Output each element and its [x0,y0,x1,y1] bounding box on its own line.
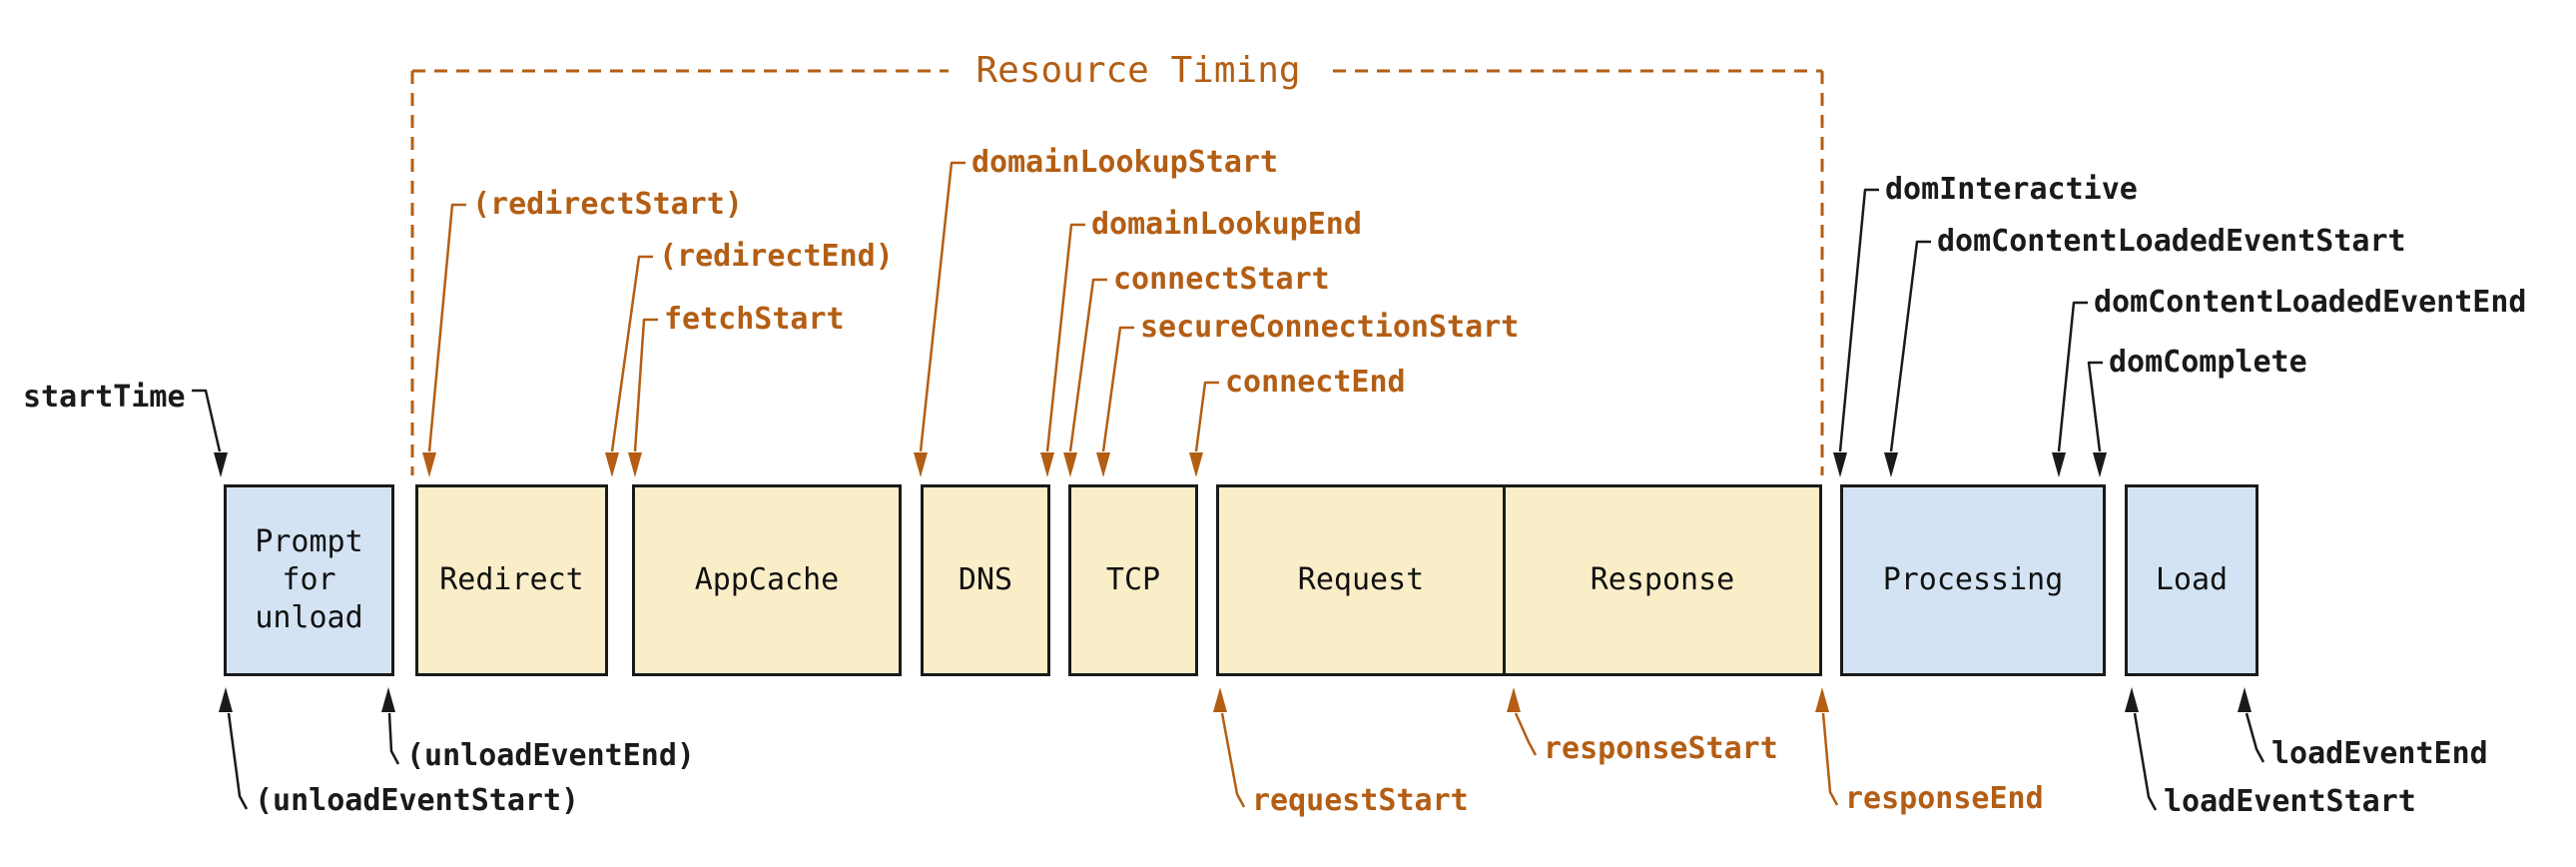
leader-load-event-end [2245,712,2265,763]
leader-domain-lookup-end [1045,223,1085,452]
arrow-down-domain-lookup-start [914,452,928,477]
phase-label: Prompt for unload [255,524,363,635]
arrow-up-unload-event-start [219,687,233,712]
leader-response-end [1821,712,1839,806]
leader-request-start [1220,712,1246,808]
phase-box-processing: Processing [1840,484,2106,676]
arrow-down-domain-lookup-end [1040,452,1054,477]
event-label-domain-lookup-start: domainLookupStart [971,145,1279,180]
leader-domain-lookup-start [919,161,966,452]
leader-unload-event-end [387,712,400,765]
event-label-redirect-end: (redirectEnd) [659,239,894,274]
event-label-load-event-end: loadEventEnd [2271,736,2488,771]
phase-box-dns: DNS [921,484,1050,676]
leader-dom-content-loaded-event-end [2057,301,2088,452]
event-label-dom-complete: domComplete [2109,345,2307,380]
phase-label: TCP [1105,562,1161,597]
event-label-secure-connection-start: secureConnectionStart [1140,310,1520,345]
event-label-dom-interactive: domInteractive [1885,172,2138,207]
arrow-down-fetch-start [628,452,642,477]
leader-redirect-end [610,255,653,452]
leader-dom-interactive [1838,188,1879,452]
arrow-up-unload-event-end [381,687,395,712]
arrow-down-start-time [214,452,228,477]
event-label-dom-content-loaded-event-end: domContentLoadedEventEnd [2094,285,2527,320]
phase-label: Redirect [439,562,584,597]
arrow-down-secure-connection-start [1096,452,1110,477]
leader-response-start [1514,712,1538,756]
arrow-down-dom-content-loaded-event-start [1884,452,1898,477]
phase-label: DNS [958,562,1013,597]
event-label-unload-event-start: (unloadEventStart) [255,783,580,818]
arrow-up-request-start [1213,687,1227,712]
resource-timing-title: Resource Timing [975,50,1301,91]
event-label-response-start: responseStart [1544,731,1778,766]
phase-label: Load [2155,562,2229,597]
arrow-up-load-event-start [2125,687,2139,712]
arrow-up-response-start [1507,687,1521,712]
phase-label: AppCache [694,562,840,597]
leader-dom-content-loaded-event-start [1889,240,1931,452]
leader-dom-complete [2087,361,2103,452]
leader-secure-connection-start [1101,326,1134,452]
leader-load-event-start [2133,712,2158,811]
event-label-fetch-start: fetchStart [664,302,845,337]
arrow-down-dom-complete [2093,452,2107,477]
arrow-up-load-event-end [2238,687,2252,712]
arrow-up-response-end [1815,687,1829,712]
leader-redirect-start [427,203,466,452]
leader-fetch-start [633,318,658,452]
arrow-down-redirect-start [422,452,436,477]
event-label-start-time: startTime [23,380,186,415]
phase-box-response: Response [1503,484,1822,676]
event-label-connect-start: connectStart [1113,262,1330,297]
event-label-redirect-start: (redirectStart) [472,187,743,222]
leader-start-time [192,389,222,452]
arrow-down-connect-start [1063,452,1077,477]
event-label-request-start: requestStart [1252,783,1469,818]
phase-box-load: Load [2125,484,2258,676]
leader-unload-event-start [227,712,249,810]
event-label-unload-event-end: (unloadEventEnd) [406,738,695,773]
phase-box-prompt-for-unload: Prompt for unload [224,484,394,676]
leader-connect-end [1194,381,1219,452]
leader-connect-start [1068,278,1107,452]
phase-box-request: Request [1216,484,1506,676]
arrow-down-dom-content-loaded-event-end [2052,452,2066,477]
arrow-down-dom-interactive [1833,452,1847,477]
phase-box-tcp: TCP [1068,484,1198,676]
phase-label: Request [1297,562,1425,597]
arrow-down-redirect-end [605,452,619,477]
event-label-load-event-start: loadEventStart [2164,784,2416,819]
phase-box-redirect: Redirect [415,484,608,676]
event-label-dom-content-loaded-event-start: domContentLoadedEventStart [1937,224,2406,259]
arrow-down-connect-end [1189,452,1203,477]
phase-box-appcache: AppCache [632,484,902,676]
event-label-domain-lookup-end: domainLookupEnd [1091,207,1362,242]
event-label-connect-end: connectEnd [1225,365,1406,400]
event-label-response-end: responseEnd [1845,781,2044,816]
phase-label: Response [1590,562,1735,597]
phase-label: Processing [1882,562,2064,597]
